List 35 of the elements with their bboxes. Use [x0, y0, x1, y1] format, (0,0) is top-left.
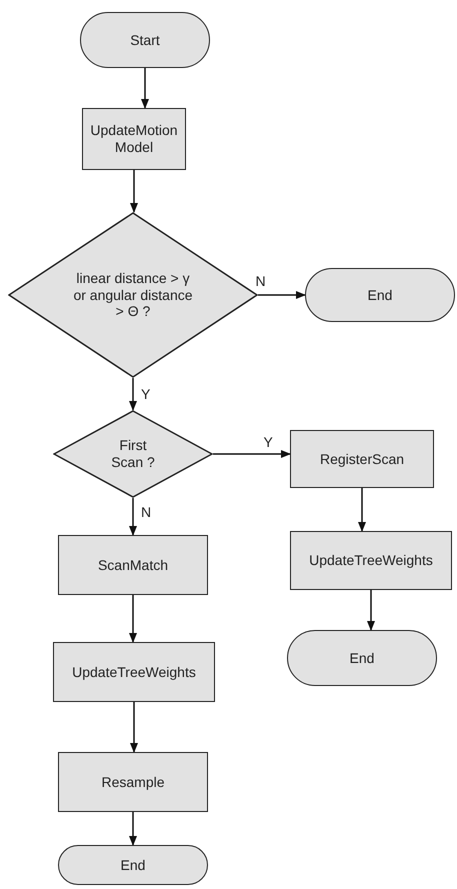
arrow [213, 450, 291, 458]
terminal-pill [58, 845, 208, 885]
edge-label: N [256, 273, 266, 289]
arrow [129, 812, 137, 846]
arrow [129, 378, 137, 411]
node-label: UpdateTreeWeights [309, 552, 433, 569]
process-box [82, 108, 186, 170]
node-label: First Scan ? [110, 437, 156, 471]
edge-label: Y [264, 434, 273, 450]
arrow [358, 488, 366, 532]
arrow [141, 68, 149, 109]
arrow [367, 590, 375, 631]
node-label: End [368, 286, 392, 304]
arrow [129, 595, 137, 643]
process-box [58, 752, 208, 812]
arrow [130, 702, 138, 753]
process-box [58, 535, 208, 595]
node-label: End [350, 650, 374, 666]
node-label: Start [130, 32, 160, 48]
process-box [53, 642, 215, 702]
process-box [290, 430, 434, 488]
edge-label: Y [141, 386, 150, 402]
node-label: Resample [101, 774, 165, 790]
node-label: UpdateMotion Model [89, 122, 179, 156]
arrow [130, 170, 138, 213]
process-box [290, 531, 452, 590]
terminal-pill [305, 268, 455, 322]
node-label: RegisterScan [320, 450, 404, 468]
node-label: UpdateTreeWeights [72, 664, 196, 680]
arrow [258, 291, 306, 299]
node-label: End [120, 856, 146, 874]
edge-label: N [141, 504, 152, 520]
node-label: linear distance > γ or angular distance > Θ ? [73, 270, 193, 320]
arrow [129, 498, 137, 536]
node-label: ScanMatch [98, 556, 168, 574]
